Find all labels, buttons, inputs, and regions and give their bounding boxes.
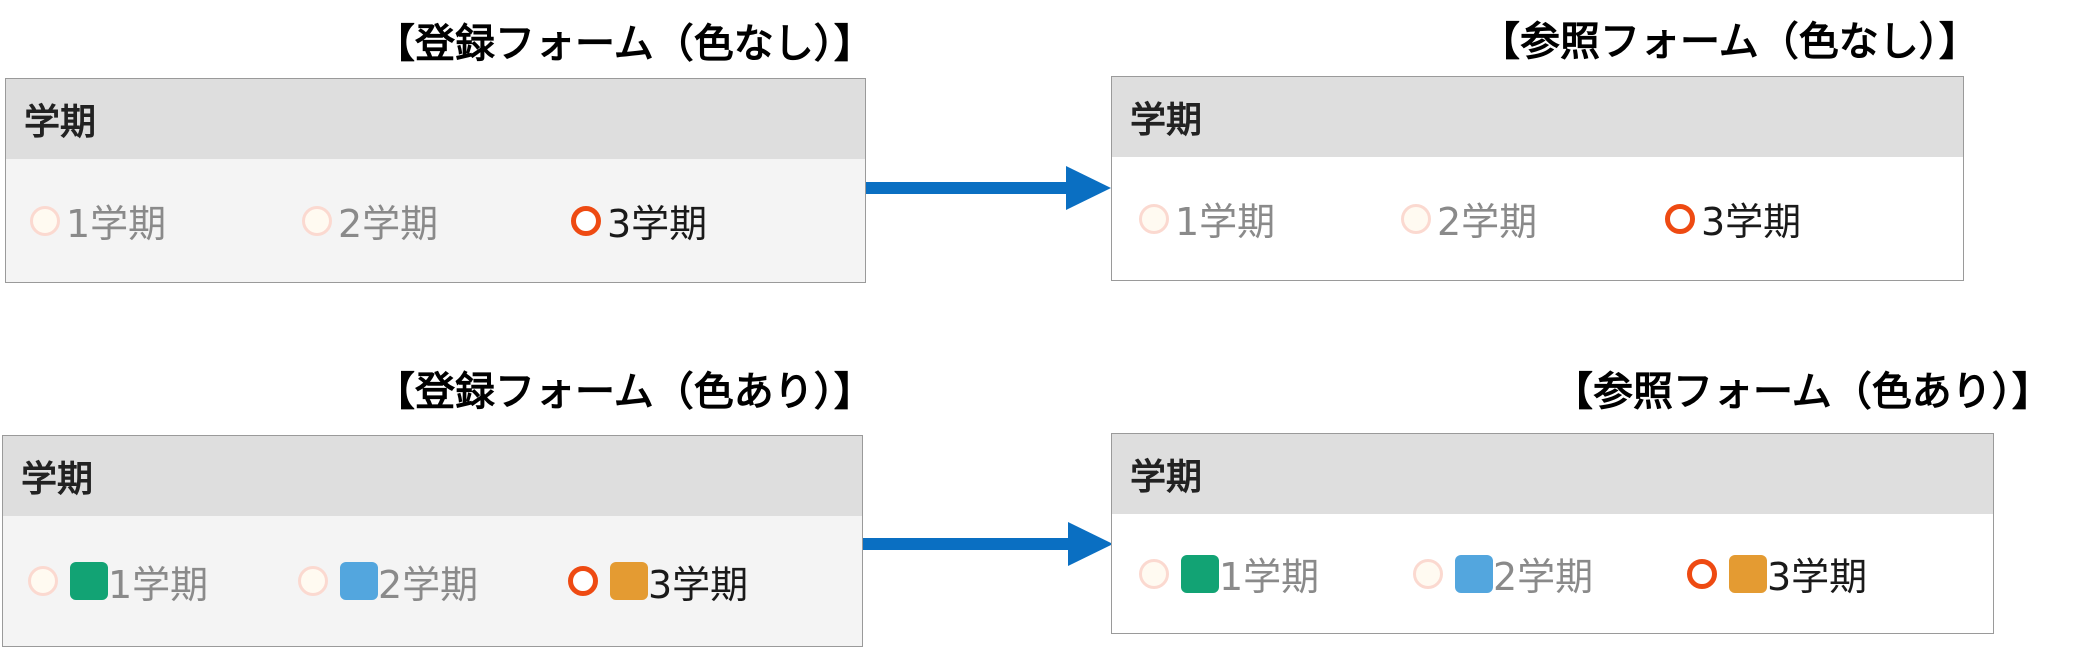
option-term-1: 1学期 bbox=[1139, 157, 1275, 280]
option-term-1[interactable]: 1学期 bbox=[30, 159, 166, 282]
option-term-2: 2学期 bbox=[1401, 157, 1537, 280]
radio-button bbox=[1139, 203, 1169, 234]
option-term-1[interactable]: 1学期 bbox=[28, 516, 208, 646]
arrow-right-icon bbox=[863, 522, 1113, 566]
heading-entry-plain: 【登録フォーム（色なし）】 bbox=[375, 21, 874, 67]
view-form-plain: 学期 1学期 2学期 3学期 bbox=[1111, 76, 1964, 281]
field-header: 学期 bbox=[1112, 434, 1993, 514]
radio-button-selected[interactable] bbox=[568, 566, 598, 596]
field-header: 学期 bbox=[3, 436, 862, 516]
field-label: 学期 bbox=[1130, 457, 1203, 498]
color-swatch-green bbox=[1181, 554, 1219, 593]
field-label: 学期 bbox=[24, 102, 97, 143]
option-label: 1学期 bbox=[108, 562, 209, 607]
option-label: 2学期 bbox=[338, 202, 439, 246]
radio-button-selected bbox=[1687, 558, 1717, 589]
radio-button[interactable] bbox=[302, 205, 332, 236]
radio-group: 1学期 2学期 3学期 bbox=[3, 516, 862, 646]
option-term-3: 3学期 bbox=[1687, 514, 1867, 633]
color-swatch-orange bbox=[1729, 554, 1767, 593]
radio-button bbox=[1401, 203, 1431, 234]
field-header: 学期 bbox=[1112, 77, 1963, 157]
arrow-right-icon bbox=[866, 166, 1111, 210]
heading-entry-color: 【登録フォーム（色あり）】 bbox=[375, 369, 874, 415]
option-term-2[interactable]: 2学期 bbox=[298, 516, 478, 646]
option-term-2: 2学期 bbox=[1413, 514, 1593, 633]
radio-group: 1学期 2学期 3学期 bbox=[1112, 157, 1963, 280]
option-label: 1学期 bbox=[66, 202, 167, 246]
option-term-3: 3学期 bbox=[1665, 157, 1801, 280]
color-swatch-blue bbox=[340, 562, 378, 600]
option-label: 2学期 bbox=[378, 562, 479, 607]
radio-button[interactable] bbox=[28, 566, 58, 596]
entry-form-color: 学期 1学期 2学期 3学期 bbox=[2, 435, 863, 647]
heading-view-plain: 【参照フォーム（色なし）】 bbox=[1480, 19, 1979, 65]
heading-view-color: 【参照フォーム（色あり）】 bbox=[1553, 369, 2052, 415]
radio-button-selected bbox=[1665, 203, 1695, 234]
view-form-color: 学期 1学期 2学期 3学期 bbox=[1111, 433, 1994, 634]
option-label: 3学期 bbox=[648, 562, 749, 607]
radio-group: 1学期 2学期 3学期 bbox=[1112, 514, 1993, 633]
option-label: 1学期 bbox=[1175, 200, 1276, 244]
color-swatch-orange bbox=[610, 562, 648, 600]
option-label: 2学期 bbox=[1493, 555, 1594, 599]
radio-button[interactable] bbox=[298, 566, 328, 596]
option-label: 1学期 bbox=[1219, 555, 1320, 599]
option-label: 3学期 bbox=[1701, 200, 1802, 244]
option-term-1: 1学期 bbox=[1139, 514, 1319, 633]
option-term-3[interactable]: 3学期 bbox=[568, 516, 748, 646]
field-label: 学期 bbox=[21, 459, 94, 500]
option-label: 3学期 bbox=[1767, 555, 1868, 599]
entry-form-plain: 学期 1学期 2学期 3学期 bbox=[5, 78, 866, 283]
radio-button[interactable] bbox=[30, 205, 60, 236]
option-term-2[interactable]: 2学期 bbox=[302, 159, 438, 282]
radio-button bbox=[1413, 558, 1443, 589]
option-term-3[interactable]: 3学期 bbox=[571, 159, 707, 282]
option-label: 3学期 bbox=[607, 202, 708, 246]
radio-button bbox=[1139, 558, 1169, 589]
color-swatch-green bbox=[70, 562, 108, 600]
field-label: 学期 bbox=[1130, 100, 1203, 141]
radio-button-selected[interactable] bbox=[571, 205, 601, 236]
option-label: 2学期 bbox=[1437, 200, 1538, 244]
field-header: 学期 bbox=[6, 79, 865, 159]
color-swatch-blue bbox=[1455, 554, 1493, 593]
radio-group: 1学期 2学期 3学期 bbox=[6, 159, 865, 282]
